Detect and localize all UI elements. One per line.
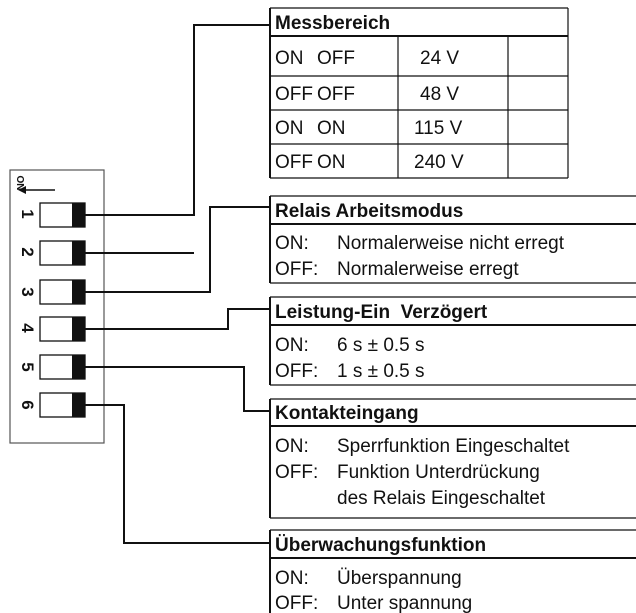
- switch-number-4: 4: [18, 323, 37, 333]
- messbereich-row1-sw2: OFF: [317, 48, 355, 69]
- kontakt-off-text: Funktion Unterdrückung: [337, 462, 540, 483]
- leistung-on-label: ON:: [275, 335, 309, 356]
- relais-on-text: Normalerweise nicht erregt: [337, 233, 565, 254]
- leistung-off-label: OFF:: [275, 361, 318, 382]
- leistung-panel: Leistung-Ein Verzögert ON: 6 s ± 0.5 s O…: [269, 296, 636, 386]
- leistung-title: Leistung-Ein Verzögert: [275, 302, 488, 323]
- dip-switch-1[interactable]: [39, 202, 86, 228]
- switch-number-2: 2: [18, 247, 37, 256]
- relais-panel: Relais Arbeitsmodus ON: Normalerweise ni…: [269, 195, 636, 284]
- dip-switch-2[interactable]: [39, 240, 86, 266]
- kontakt-panel: Kontakteingang ON: Sperrfunktion Eingesc…: [269, 398, 636, 519]
- messbereich-row3-sw2: ON: [317, 118, 346, 139]
- messbereich-row3-voltage: 115 V: [414, 118, 463, 139]
- dip-switch-block: ON 1 2 3 4 5 6: [9, 169, 105, 444]
- messbereich-row3-sw1: ON: [275, 118, 304, 139]
- messbereich-row1-sw1: ON: [275, 48, 304, 69]
- relais-off-label: OFF:: [275, 259, 318, 280]
- ueberwachung-off-text: Unter spannung: [337, 593, 472, 613]
- ueberwachung-on-text: Überspannung: [337, 568, 462, 589]
- ueberwachung-off-label: OFF:: [275, 593, 318, 613]
- dip-switch-5[interactable]: [39, 354, 86, 380]
- kontakt-on-text: Sperrfunktion Eingeschaltet: [337, 436, 570, 457]
- dip-switch-3[interactable]: [39, 279, 86, 305]
- kontakt-on-label: ON:: [275, 436, 309, 457]
- messbereich-panel: Messbereich ON OFF 24 V OFF OFF 48 V ON …: [269, 7, 569, 179]
- connector-lines: [85, 24, 270, 544]
- dip-switch-4[interactable]: [39, 316, 86, 342]
- relais-off-text: Normalerweise erregt: [337, 259, 519, 280]
- kontakt-off-label: OFF:: [275, 462, 318, 483]
- messbereich-row4-sw1: OFF: [275, 152, 313, 173]
- connector-switch-5: [85, 366, 270, 412]
- connector-switch-6: [85, 404, 270, 544]
- messbereich-title: Messbereich: [275, 13, 390, 34]
- ueberwachung-panel: Überwachungsfunktion ON: Überspannung OF…: [269, 529, 636, 613]
- relais-title: Relais Arbeitsmodus: [275, 201, 463, 222]
- on-indicator-label: ON: [14, 176, 25, 191]
- messbereich-row2-sw2: OFF: [317, 84, 355, 105]
- messbereich-row4-sw2: ON: [317, 152, 346, 173]
- connector-switch-1: [85, 24, 270, 216]
- kontakt-title: Kontakteingang: [275, 403, 419, 424]
- leistung-on-text: 6 s ± 0.5 s: [337, 335, 425, 356]
- messbereich-row4-voltage: 240 V: [414, 152, 464, 173]
- relais-on-label: ON:: [275, 233, 309, 254]
- connector-switch-4: [85, 308, 270, 330]
- switch-number-6: 6: [18, 400, 37, 409]
- leistung-off-text: 1 s ± 0.5 s: [337, 361, 425, 382]
- kontakt-off-text-2: des Relais Eingeschaltet: [337, 488, 546, 509]
- switch-number-3: 3: [18, 287, 37, 296]
- dip-switch-6[interactable]: [39, 392, 86, 418]
- switch-number-5: 5: [18, 362, 37, 371]
- connector-switch-3: [85, 206, 270, 293]
- on-arrow-head: [18, 186, 26, 194]
- messbereich-row2-voltage: 48 V: [420, 84, 459, 105]
- switch-number-1: 1: [18, 209, 37, 218]
- ueberwachung-title: Überwachungsfunktion: [275, 535, 486, 556]
- ueberwachung-on-label: ON:: [275, 568, 309, 589]
- messbereich-row1-voltage: 24 V: [420, 48, 459, 69]
- messbereich-row2-sw1: OFF: [275, 84, 313, 105]
